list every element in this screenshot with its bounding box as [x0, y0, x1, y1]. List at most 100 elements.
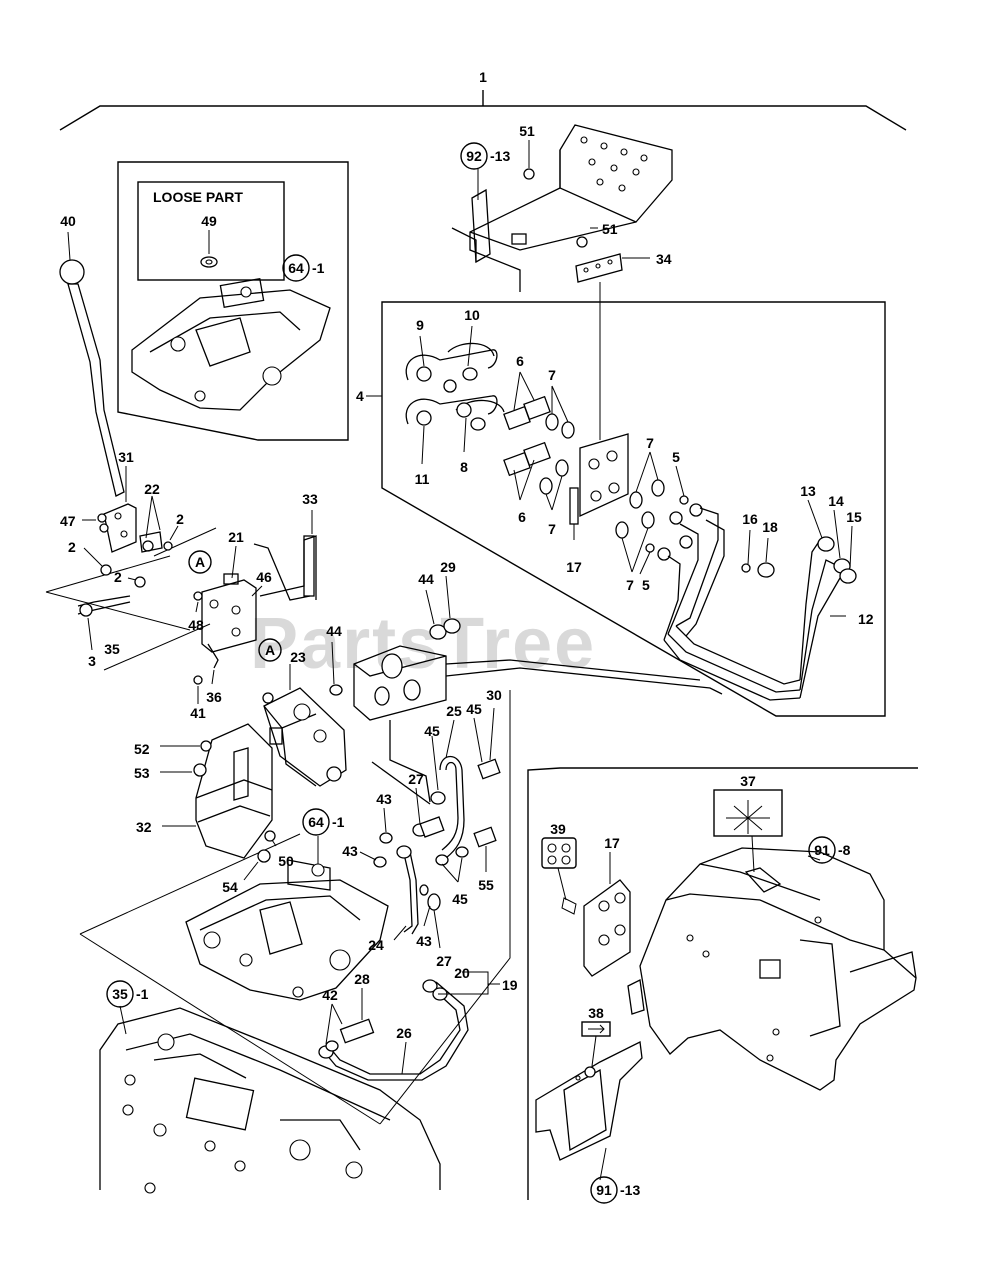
- svg-text:8: 8: [460, 459, 468, 475]
- decal-38: [581, 1021, 611, 1067]
- svg-text:-8: -8: [838, 842, 851, 858]
- svg-text:31: 31: [118, 449, 134, 465]
- svg-text:53: 53: [134, 765, 150, 781]
- control-lever: [59, 231, 125, 497]
- svg-text:44: 44: [418, 571, 434, 587]
- svg-text:5: 5: [642, 577, 650, 593]
- svg-text:19: 19: [502, 977, 518, 993]
- control-valve: [262, 664, 347, 787]
- svg-text:43: 43: [342, 843, 358, 859]
- svg-text:50: 50: [278, 853, 294, 869]
- svg-text:-13: -13: [620, 1182, 640, 1198]
- svg-text:45: 45: [452, 891, 468, 907]
- mounting-plate-top: [451, 124, 673, 440]
- svg-text:7: 7: [548, 521, 556, 537]
- hydraulic-housing-loose: [131, 277, 331, 411]
- hydraulic-housing: [185, 836, 389, 1001]
- svg-text:3: 3: [88, 653, 96, 669]
- svg-text:43: 43: [416, 933, 432, 949]
- svg-text:7: 7: [646, 435, 654, 451]
- svg-text:34: 34: [656, 251, 672, 267]
- svg-text:16: 16: [742, 511, 758, 527]
- svg-text:46: 46: [256, 569, 272, 585]
- svg-text:32: 32: [136, 819, 152, 835]
- svg-text:2: 2: [176, 511, 184, 527]
- valve-group-frame: [366, 301, 886, 717]
- svg-text:55: 55: [478, 877, 494, 893]
- svg-text:29: 29: [440, 559, 456, 575]
- svg-text:2: 2: [114, 569, 122, 585]
- svg-text:4: 4: [356, 388, 364, 404]
- svg-text:22: 22: [144, 481, 160, 497]
- svg-text:48: 48: [188, 617, 204, 633]
- watermark: PartsTree: [250, 604, 596, 684]
- hydraulic-pipes: [318, 720, 501, 1081]
- decal-39: [541, 837, 577, 915]
- svg-text:26: 26: [396, 1025, 412, 1041]
- svg-text:-1: -1: [136, 986, 149, 1002]
- decal-37: [713, 789, 783, 873]
- callout-a-lower: A: [258, 638, 282, 662]
- svg-text:42: 42: [322, 987, 338, 1003]
- svg-text:1: 1: [479, 69, 487, 85]
- svg-text:15: 15: [846, 509, 862, 525]
- valve-mount-plate: [160, 723, 277, 881]
- svg-text:41: 41: [190, 705, 206, 721]
- svg-text:49: 49: [201, 213, 217, 229]
- decal-group-frame: [527, 767, 918, 1200]
- svg-text:54: 54: [222, 879, 238, 895]
- svg-text:30: 30: [486, 687, 502, 703]
- svg-text:27: 27: [436, 953, 452, 969]
- callout-a-upper: A: [188, 550, 212, 574]
- svg-text:35: 35: [112, 986, 128, 1002]
- callout-64-1-top: 64 -1: [282, 254, 325, 282]
- svg-text:A: A: [195, 554, 205, 570]
- callout-92-13: 92 -13: [460, 142, 510, 170]
- fender: [627, 847, 917, 1091]
- svg-text:6: 6: [516, 353, 524, 369]
- svg-text:13: 13: [800, 483, 816, 499]
- svg-text:47: 47: [60, 513, 76, 529]
- svg-text:-1: -1: [332, 814, 345, 830]
- callout-91-13: 91 -13: [590, 1176, 640, 1204]
- svg-text:7: 7: [626, 577, 634, 593]
- svg-text:27: 27: [408, 771, 424, 787]
- part-labels: LOOSE PART 49 1 51 51 34 40 4 9 10 11 8 …: [60, 69, 874, 1041]
- svg-text:20: 20: [454, 965, 470, 981]
- linkage-bracket: [193, 510, 317, 704]
- svg-text:40: 40: [60, 213, 76, 229]
- loose-part-title: LOOSE PART: [153, 189, 243, 205]
- svg-text:91: 91: [596, 1182, 612, 1198]
- coupler-assembly: [405, 342, 857, 701]
- svg-text:43: 43: [376, 791, 392, 807]
- svg-text:51: 51: [602, 221, 618, 237]
- svg-text:23: 23: [290, 649, 306, 665]
- svg-text:64: 64: [288, 260, 304, 276]
- svg-text:5: 5: [672, 449, 680, 465]
- svg-text:45: 45: [424, 723, 440, 739]
- svg-text:64: 64: [308, 814, 324, 830]
- svg-text:A: A: [265, 642, 275, 658]
- valve-group-leaders: [419, 325, 853, 617]
- svg-text:92: 92: [466, 148, 482, 164]
- svg-text:33: 33: [302, 491, 318, 507]
- svg-text:9: 9: [416, 317, 424, 333]
- svg-text:36: 36: [206, 689, 222, 705]
- svg-text:51: 51: [519, 123, 535, 139]
- svg-text:18: 18: [762, 519, 778, 535]
- assembly-bracket: [59, 90, 907, 131]
- loose-part-frame: [117, 161, 349, 441]
- svg-text:2: 2: [68, 539, 76, 555]
- svg-text:52: 52: [134, 741, 150, 757]
- svg-text:91: 91: [814, 842, 830, 858]
- svg-text:44: 44: [326, 623, 342, 639]
- svg-text:14: 14: [828, 493, 844, 509]
- callout-35-1: 35 -1: [106, 980, 149, 1008]
- svg-text:11: 11: [415, 471, 430, 487]
- svg-text:45: 45: [466, 701, 482, 717]
- svg-text:25: 25: [446, 703, 462, 719]
- callout-64-1-lower: 64 -1: [302, 808, 345, 836]
- pipe-leaders: [325, 707, 500, 1075]
- svg-text:-1: -1: [312, 260, 325, 276]
- svg-text:7: 7: [548, 367, 556, 383]
